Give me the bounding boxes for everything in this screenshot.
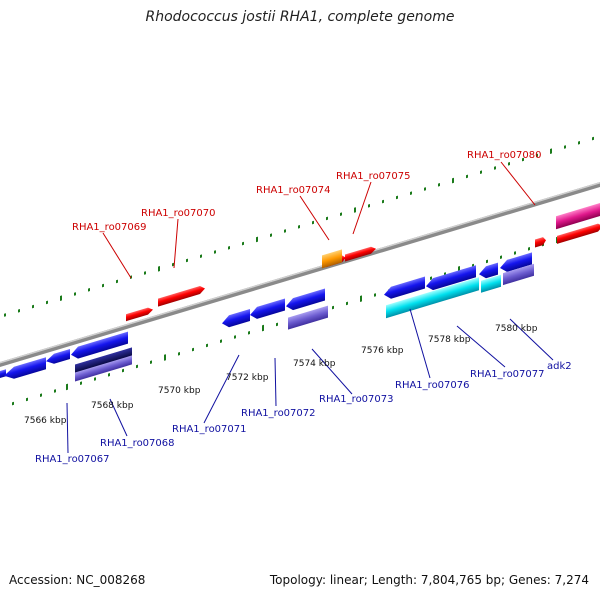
gene-ro07075-arrow[interactable]	[345, 245, 376, 262]
tick-label-7568: 7568 kbp	[91, 401, 134, 411]
label-ro07080[interactable]: RHA1_ro07080	[467, 150, 542, 161]
tick-label-7574: 7574 kbp	[293, 359, 336, 369]
gene-ro07080-arrow[interactable]	[557, 222, 600, 244]
gene-adk2-arrow-2[interactable]	[500, 252, 532, 274]
tick-label-7572: 7572 kbp	[226, 373, 269, 383]
gene-ro07071-arrow[interactable]	[222, 308, 250, 329]
gene-reverse-arrow-2[interactable]	[4, 357, 46, 382]
tick-label-7570: 7570 kbp	[158, 386, 201, 396]
tick-label-7578: 7578 kbp	[428, 335, 471, 345]
label-ro07076[interactable]: RHA1_ro07076	[395, 380, 470, 391]
gene-ro07068-purple-bar[interactable]	[75, 355, 132, 382]
pink-feature[interactable]	[556, 202, 600, 230]
gene-ro07068-dark-bar[interactable]	[75, 347, 132, 374]
gene-adk2-arrow-1[interactable]	[479, 262, 498, 281]
genome-track	[0, 136, 600, 406]
gene-ro07080-small-arrow[interactable]	[535, 236, 546, 248]
gene-ro07077-arrow[interactable]	[426, 265, 476, 292]
cyan-feature-2[interactable]	[429, 277, 479, 306]
label-ro07073[interactable]: RHA1_ro07073	[319, 394, 394, 405]
label-ro07068[interactable]: RHA1_ro07068	[100, 438, 175, 449]
label-ro07072[interactable]: RHA1_ro07072	[241, 408, 316, 419]
gene-ro07067-arrow[interactable]	[71, 331, 128, 361]
cyan-feature-1[interactable]	[386, 292, 429, 319]
label-ro07069[interactable]: RHA1_ro07069	[72, 222, 147, 233]
gene-reverse-arrow-1[interactable]	[0, 369, 6, 380]
gene-ro07073-purple-bar[interactable]	[288, 305, 328, 330]
label-ro07070[interactable]: RHA1_ro07070	[141, 208, 216, 219]
topology-text: Topology: linear; Length: 7,804,765 bp; …	[269, 573, 589, 587]
top-leader-lines	[102, 161, 536, 279]
label-adk2[interactable]: adk2	[547, 361, 572, 372]
bottom-leader-lines	[66, 308, 554, 454]
label-ro07077[interactable]: RHA1_ro07077	[470, 369, 545, 380]
label-ro07067[interactable]: RHA1_ro07067	[35, 454, 110, 465]
accession-text: Accession: NC_008268	[9, 573, 146, 587]
cyan-feature-3[interactable]	[481, 274, 501, 293]
gene-ro07076-arrow[interactable]	[384, 276, 425, 301]
top-tick-ruler	[4, 136, 594, 317]
label-ro07075[interactable]: RHA1_ro07075	[336, 171, 411, 182]
rna-feature-orange[interactable]	[322, 249, 342, 269]
gene-ro07069-arrow[interactable]	[126, 306, 153, 322]
gene-reverse-arrow-3[interactable]	[46, 348, 70, 366]
tick-label-7580: 7580 kbp	[495, 324, 538, 334]
label-ro07071[interactable]: RHA1_ro07071	[172, 424, 247, 435]
purple-feature-adk2[interactable]	[503, 263, 534, 286]
map-title: Rhodococcus jostii RHA1, complete genome	[145, 9, 455, 25]
tick-label-7576: 7576 kbp	[361, 346, 404, 356]
gene-ro07072-arrow[interactable]	[250, 298, 285, 322]
label-ro07074[interactable]: RHA1_ro07074	[256, 185, 331, 196]
genome-backbone-highlight	[0, 178, 600, 367]
tick-label-7566: 7566 kbp	[24, 416, 67, 426]
gene-ro07070-arrow[interactable]	[158, 285, 205, 307]
gene-ro07073-arrow[interactable]	[286, 288, 325, 313]
